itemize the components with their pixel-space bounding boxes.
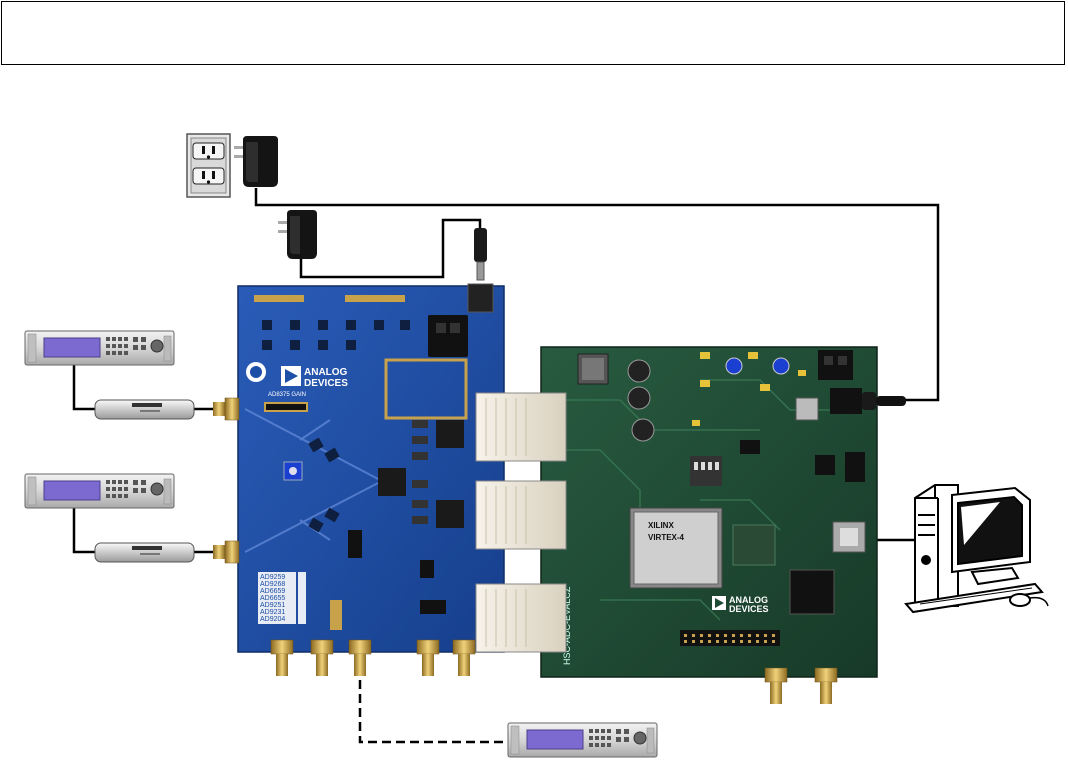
sma-connector-icon <box>213 397 240 564</box>
fpga-capture-board: XILINX VIRTEX-4 ANALOG DEVICES HSC-ADC-E… <box>540 346 906 704</box>
blue-board-brand-line2: DEVICES <box>304 378 348 389</box>
board-label: HSC-ADC-EVALCZ <box>562 586 572 665</box>
part-label: AD9231 <box>260 609 285 616</box>
bandpass-filter-icon-1 <box>94 399 195 420</box>
clock-cable-dashed <box>358 680 508 744</box>
adc-evaluation-board: ANALOG DEVICES AD8375 GAIN <box>213 283 505 676</box>
power-adapter-icon <box>234 136 278 187</box>
power-adapter-icon-2 <box>278 210 317 259</box>
green-board-brand-line2: DEVICES <box>729 604 769 614</box>
green-board-brand-line1: ANALOG <box>729 595 768 605</box>
signal-cable-gen1-filter <box>72 365 97 411</box>
part-label: AD9251 <box>260 602 285 609</box>
power-cable-green-board <box>254 188 940 402</box>
computer-icon <box>904 484 1049 614</box>
power-cable-blue-board <box>299 218 482 279</box>
bandpass-filter-icon-2 <box>94 542 195 563</box>
signal-generator-icon-1 <box>24 330 175 366</box>
board-connectors <box>475 392 567 653</box>
part-label: AD9259 <box>260 574 285 581</box>
barrel-plug-blue <box>474 228 487 281</box>
gain-label: AD8375 GAIN <box>268 392 306 398</box>
part-label: AD9268 <box>260 581 285 588</box>
fpga-brand: XILINX <box>648 521 674 530</box>
part-label: AD6659 <box>260 588 285 595</box>
sma-connector-bottom <box>270 639 476 676</box>
cables <box>72 188 940 744</box>
part-label: AD6655 <box>260 595 285 602</box>
blue-board-brand-line1: ANALOG <box>304 367 348 378</box>
sma-connector-green <box>764 667 838 704</box>
header-box <box>1 1 1065 65</box>
signal-generator-icon-2 <box>24 473 175 509</box>
signal-generator-icon-3 <box>507 722 658 758</box>
wall-outlet-icon <box>186 133 231 198</box>
part-labels: AD9259 AD9268 AD6659 AD6655 AD9251 AD923… <box>258 572 306 624</box>
fpga-name: VIRTEX-4 <box>648 533 685 542</box>
signal-cable-gen2-filter <box>72 508 97 554</box>
part-label: AD9204 <box>260 616 285 623</box>
